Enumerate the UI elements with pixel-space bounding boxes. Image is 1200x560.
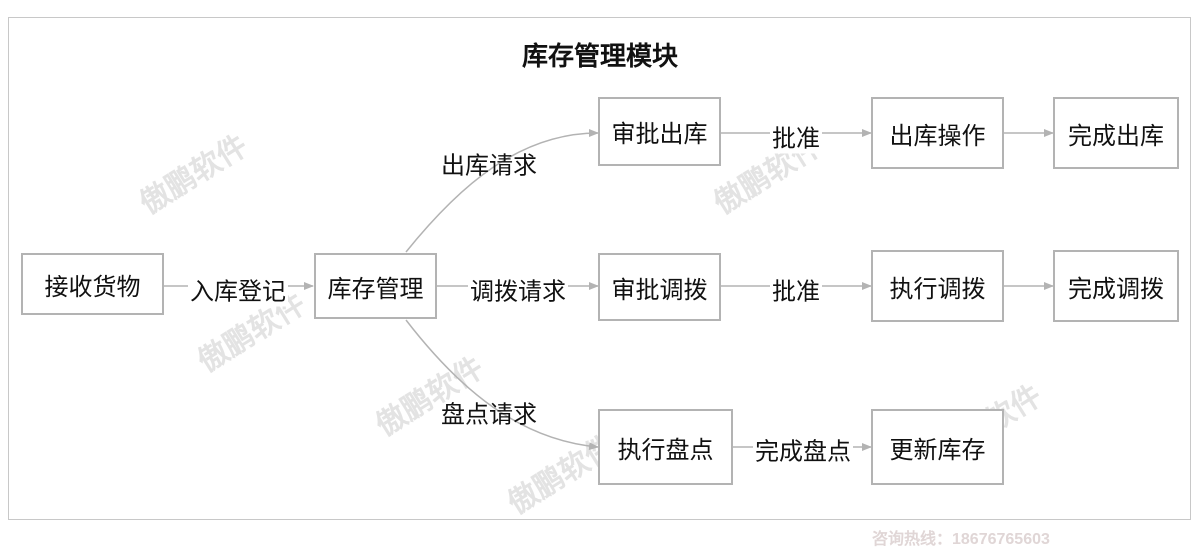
hotline-footer: 咨询热线：18676765603 (872, 531, 1050, 548)
edge-label-inbound-register: 入库登记 (188, 271, 288, 307)
edge-label-outbound-request: 出库请求 (441, 152, 537, 180)
node-execute-count: 执行盘点 (598, 409, 733, 485)
node-execute-transfer: 执行调拨 (871, 250, 1004, 322)
node-update-inventory: 更新库存 (871, 409, 1004, 485)
edge-label-transfer-request: 调拨请求 (468, 271, 568, 307)
node-inventory-management: 库存管理 (314, 253, 437, 319)
node-complete-transfer: 完成调拨 (1053, 250, 1179, 322)
edge-label-count-complete: 完成盘点 (753, 431, 853, 467)
node-approve-outbound: 审批出库 (598, 97, 721, 166)
diagram-title: 库存管理模块 (521, 41, 678, 71)
edge-label-approve-outbound: 批准 (770, 118, 822, 154)
edge-label-count-request: 盘点请求 (441, 401, 537, 429)
edge-label-approve-transfer: 批准 (770, 271, 822, 307)
node-approve-transfer: 审批调拨 (598, 253, 721, 321)
node-receive-goods: 接收货物 (21, 253, 164, 315)
edge-inventory-to-execute-count (405, 319, 599, 451)
node-outbound-operation: 出库操作 (871, 97, 1004, 169)
node-complete-outbound: 完成出库 (1053, 97, 1179, 169)
edge-inventory-to-approve-out (405, 129, 599, 253)
